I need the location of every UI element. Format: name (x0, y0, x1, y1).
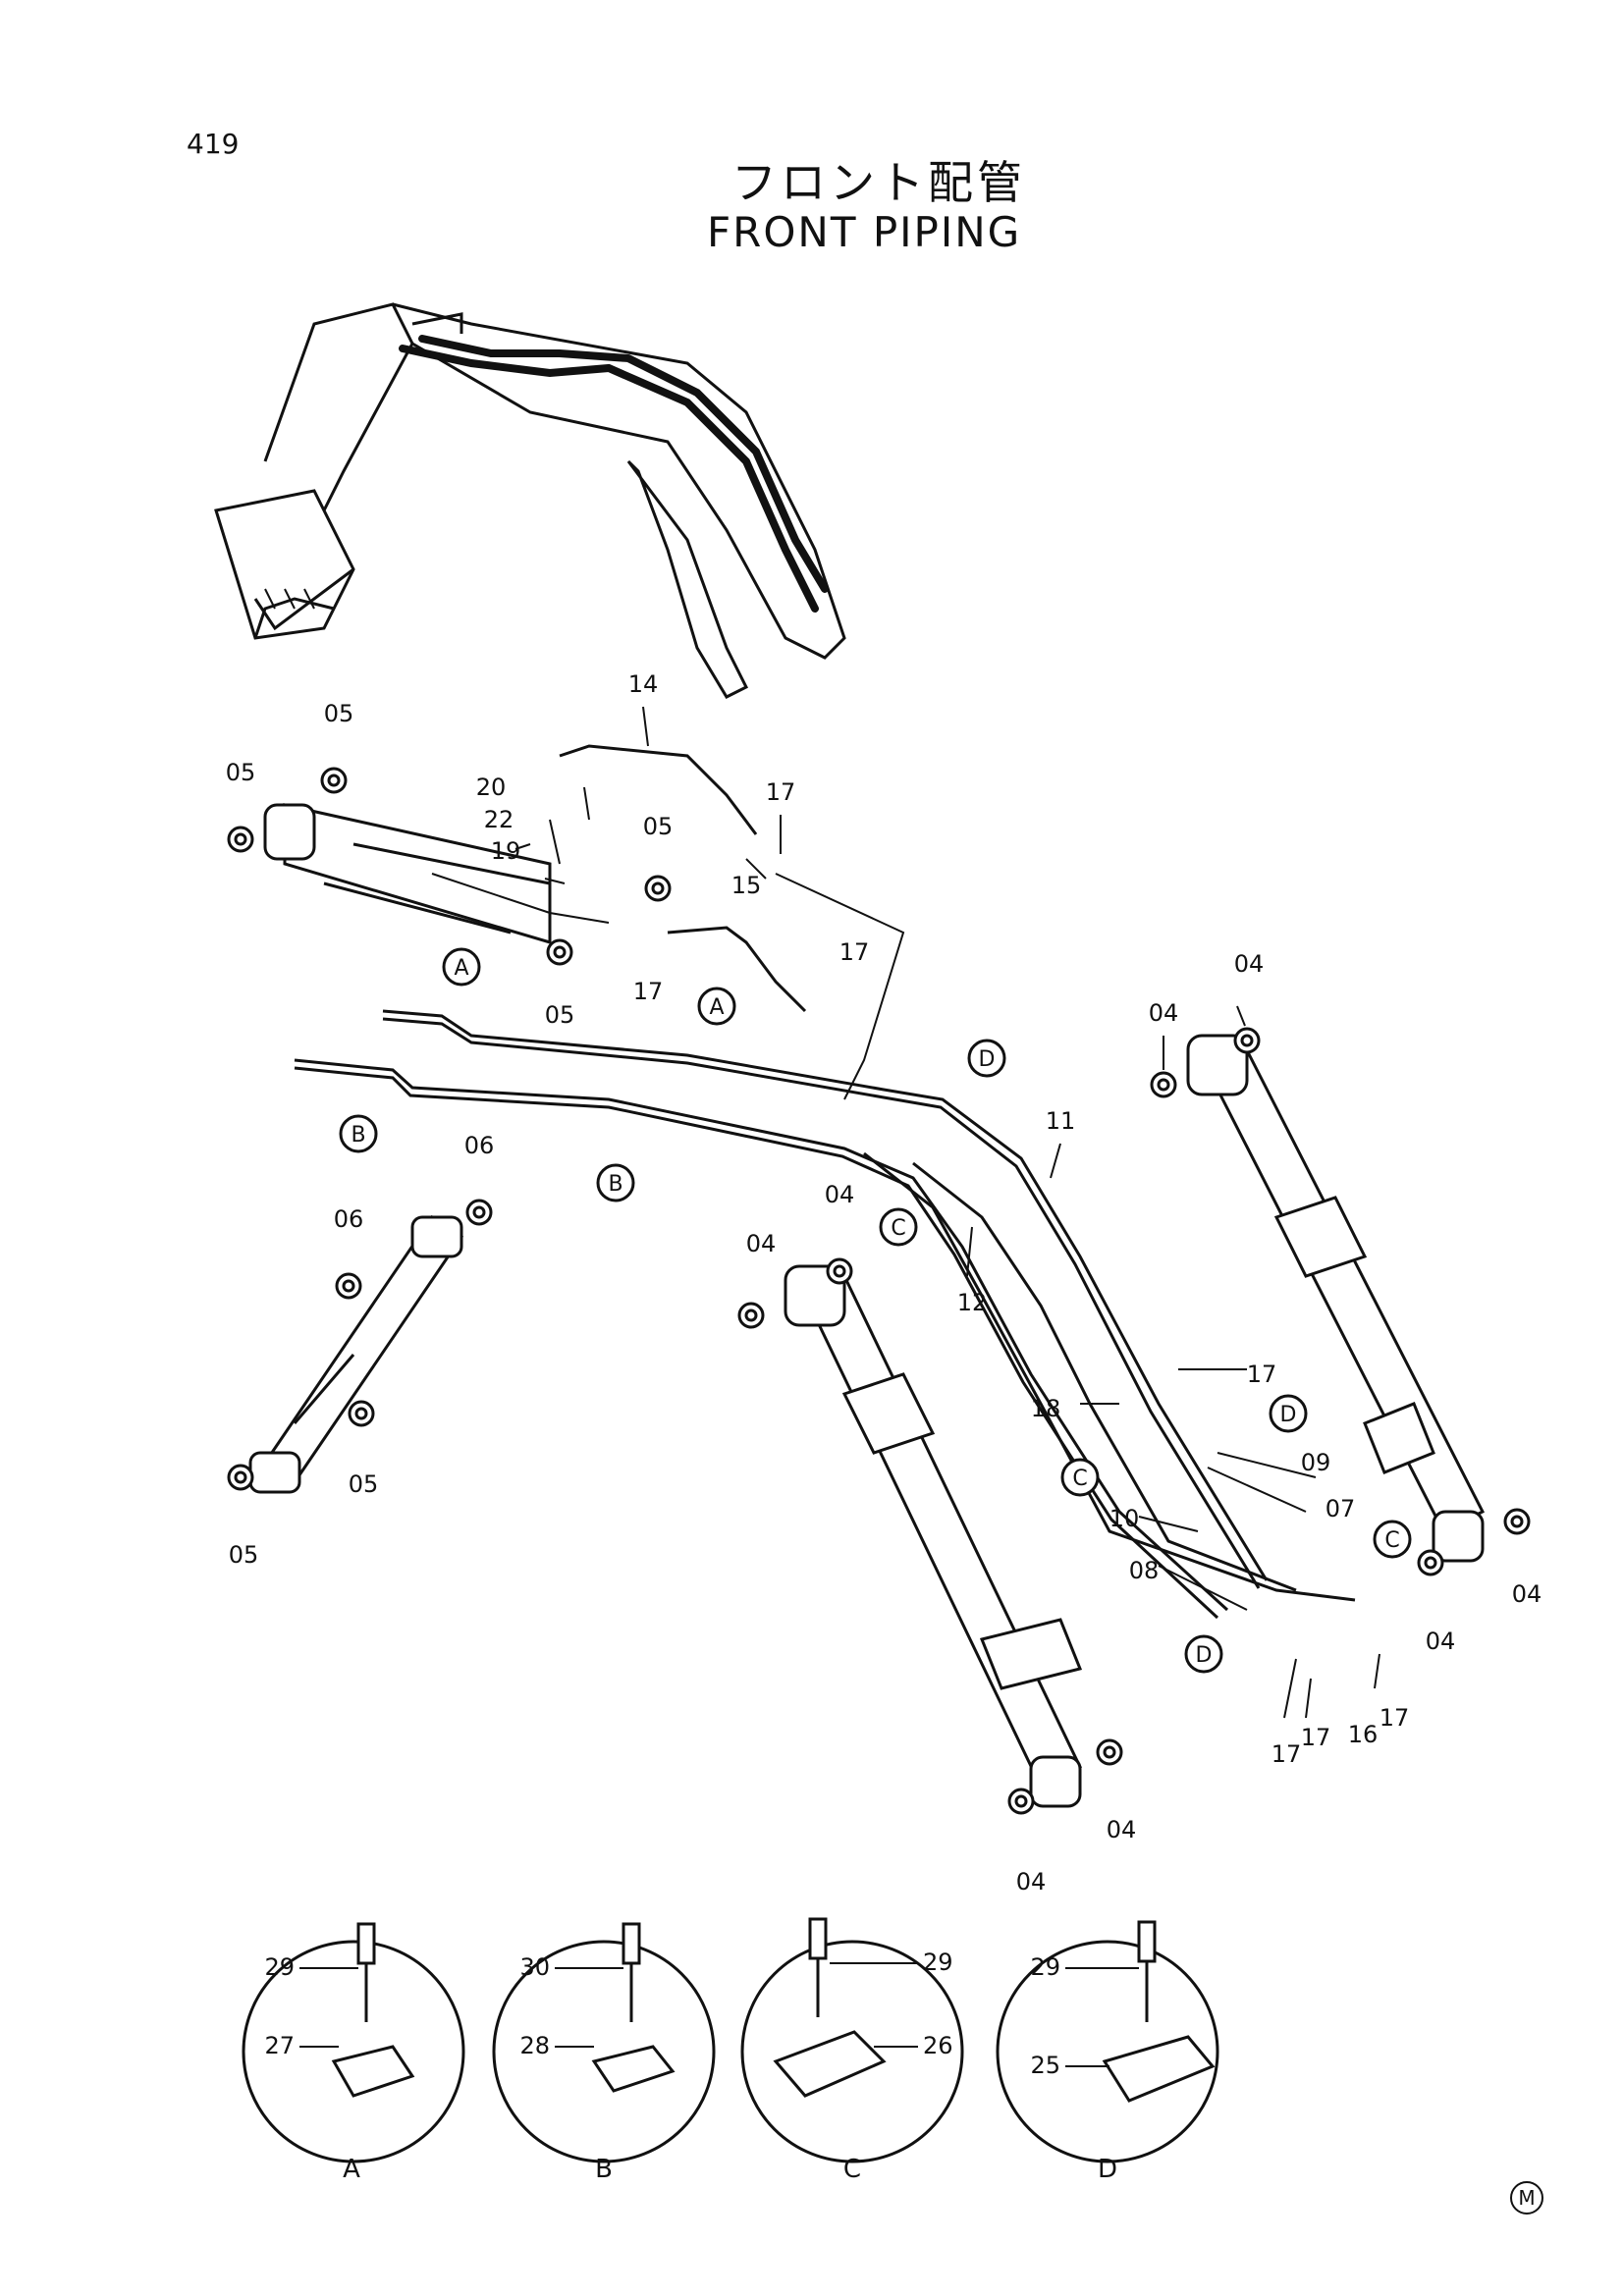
label-17-c: 17 (839, 938, 870, 966)
title-japanese: フロント配管 (731, 156, 1026, 209)
label-05-c: 05 (643, 813, 674, 840)
callout-circle-b1 (339, 1114, 378, 1153)
hydraulic-pipes (294, 744, 1356, 1620)
label-04-a: 04 (1234, 950, 1265, 978)
label-06-a: 06 (464, 1132, 495, 1159)
title-english: FRONT PIPING (707, 208, 1022, 256)
part-number-labels: 14 17 15 05 05 20 22 19 05 05 17 17 04 0… (226, 670, 1542, 1896)
label-09: 09 (1301, 1449, 1331, 1476)
callout-circle-c3 (1373, 1520, 1412, 1559)
detail-b-bolt-label: 30 (519, 1953, 550, 1981)
boom-cylinder-right (1186, 1034, 1486, 1563)
callout-circle-b2 (596, 1163, 635, 1202)
footer-mark: M (1510, 2181, 1543, 2215)
label-18: 18 (1031, 1395, 1061, 1422)
label-14: 14 (628, 670, 659, 698)
callout-circle-c1 (879, 1207, 918, 1247)
label-07: 07 (1325, 1495, 1356, 1522)
bucket-cylinder (248, 1214, 464, 1494)
page-number: 419 (187, 128, 240, 160)
callout-letter-d2: D (1280, 1403, 1297, 1427)
label-04-f: 04 (1426, 1628, 1456, 1655)
boom-cylinder-center (784, 1264, 1083, 1808)
detail-d-title: D (1098, 2155, 1117, 2184)
callout-circle-d1 (967, 1039, 1006, 1078)
label-20: 20 (476, 774, 507, 801)
label-10: 10 (1109, 1505, 1140, 1532)
callout-letter-c2: C (1072, 1467, 1087, 1491)
callout-letter-a1: A (454, 956, 468, 981)
callout-circle-a1 (442, 947, 481, 987)
callout-letter-b1: B (351, 1123, 365, 1148)
arm-cylinder (263, 803, 610, 945)
label-19: 19 (491, 837, 521, 865)
label-17-f: 17 (1301, 1724, 1331, 1751)
label-17-b: 17 (633, 978, 664, 1005)
excavator-overview (214, 302, 846, 699)
leader-lines (514, 706, 1380, 1719)
detail-a: 29 27 A (242, 1922, 465, 2184)
label-16: 16 (1348, 1721, 1379, 1748)
callout-letter-a2: A (709, 995, 724, 1020)
callout-circle-d2 (1269, 1394, 1308, 1433)
detail-a-bolt-label: 29 (264, 1953, 295, 1981)
label-06-b: 06 (334, 1205, 364, 1233)
label-17-e: 17 (1380, 1704, 1410, 1732)
label-05-d: 05 (545, 1001, 575, 1029)
label-08: 08 (1129, 1557, 1160, 1584)
label-04-d: 04 (746, 1230, 777, 1257)
label-05-e: 05 (349, 1470, 379, 1498)
label-17-a: 17 (766, 778, 796, 806)
detail-c-clip-label: 26 (923, 2032, 953, 2059)
callout-circle-a2 (697, 987, 736, 1026)
label-15: 15 (731, 872, 762, 899)
callout-circle-d3 (1184, 1634, 1223, 1674)
label-04-g: 04 (1107, 1816, 1137, 1843)
label-11: 11 (1046, 1107, 1076, 1135)
label-04-b: 04 (1149, 999, 1179, 1027)
label-04-h: 04 (1016, 1868, 1047, 1896)
detail-d: 29 25 D (996, 1920, 1219, 2184)
callout-letter-b2: B (608, 1172, 622, 1197)
callout-letter-d1: D (979, 1047, 996, 1072)
label-17-g: 17 (1271, 1740, 1302, 1768)
detail-c: 29 26 C (740, 1917, 964, 2184)
detail-b-title: B (595, 2155, 613, 2184)
label-04-c: 04 (825, 1181, 855, 1208)
callout-letter-d3: D (1196, 1643, 1213, 1668)
detail-c-title: C (843, 2155, 861, 2184)
detail-a-title: A (343, 2155, 360, 2184)
detail-b: 30 28 B (492, 1922, 716, 2184)
callout-letter-c3: C (1384, 1528, 1399, 1553)
label-04-e: 04 (1512, 1580, 1542, 1608)
callout-circle-c2 (1060, 1458, 1100, 1497)
detail-b-clip-label: 28 (519, 2032, 550, 2059)
washers (227, 767, 1531, 1815)
label-05-a: 05 (324, 700, 354, 727)
detail-a-clip-label: 27 (264, 2032, 295, 2059)
label-05-f: 05 (229, 1541, 259, 1569)
callout-letter-c1: C (891, 1216, 905, 1241)
label-12: 12 (957, 1289, 988, 1316)
clip-callouts: A A B B D C D C C D (339, 947, 1412, 1674)
label-22: 22 (484, 806, 514, 833)
label-17-d: 17 (1247, 1361, 1277, 1388)
detail-c-bolt-label: 29 (923, 1949, 953, 1976)
detail-d-bolt-label: 29 (1030, 1953, 1060, 1981)
label-05-b: 05 (226, 759, 256, 786)
detail-d-clip-label: 25 (1030, 2052, 1060, 2079)
